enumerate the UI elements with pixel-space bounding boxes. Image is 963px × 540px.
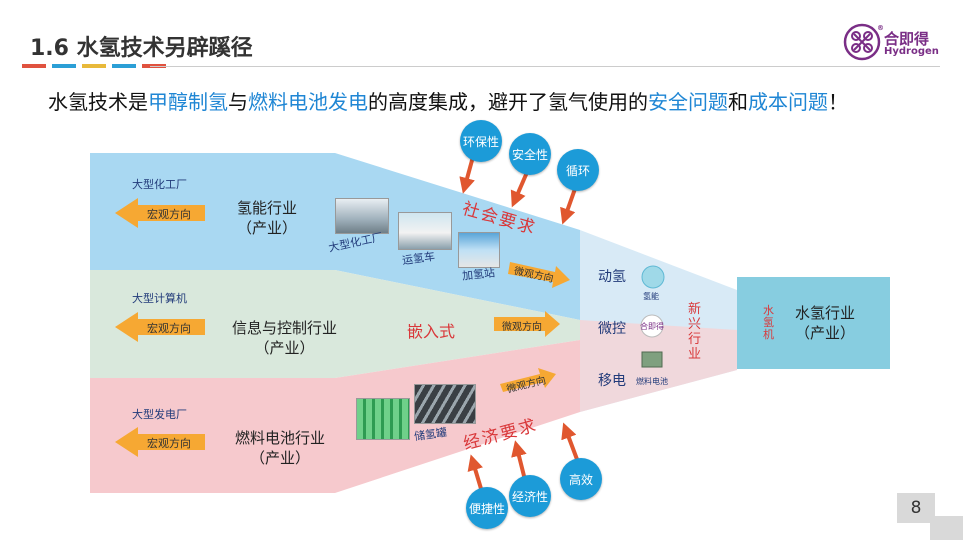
hydrogen-logo-icon (843, 23, 881, 61)
underline-bar (22, 64, 46, 68)
bubble-environmental: 环保性 (460, 120, 502, 162)
industry-name: 信息与控制行业 (231, 319, 337, 337)
source-chemical-plant: 大型化工厂 (132, 178, 187, 191)
industry-hydrogen: 氢能行业 （产业） (222, 198, 312, 238)
page-number: 8 (897, 493, 935, 523)
band-hydrogen (90, 153, 580, 320)
macro-label-top: 宏观方向 (147, 208, 191, 221)
industry-information: 信息与控制行业 （产业） (222, 318, 347, 358)
photo-cylinders (356, 398, 410, 440)
photo-chemical-plant (335, 198, 389, 234)
caption-hydrogen-station: 加氢站 (461, 266, 496, 283)
micro-arrow-middle (494, 311, 560, 337)
headline-highlight: 甲醇制氢 (148, 90, 228, 114)
icon-caption-brand: 合即得 (640, 322, 664, 331)
micro-label-middle: 微观方向 (502, 322, 542, 333)
headline-part: 水氢技术是 (48, 90, 148, 114)
photo-storage-tank (414, 384, 476, 424)
photo-hydrogen-truck (398, 212, 452, 250)
fuel-cell-icon (641, 351, 663, 368)
hydrogen-energy-icon (641, 265, 665, 289)
bubble-efficiency: 高效 (560, 458, 602, 500)
photo-hydrogen-station (458, 232, 500, 268)
headline-highlight: 成本问题 (748, 90, 828, 114)
underline-bar (112, 64, 136, 68)
headline-part: 的高度集成，避开了氢气使用的 (368, 90, 648, 114)
headline: 水氢技术是甲醇制氢与燃料电池发电的高度集成，避开了氢气使用的安全问题和成本问题！ (48, 86, 848, 115)
industry-sub: （产业） (236, 219, 297, 237)
headline-part: 与 (228, 90, 248, 114)
headline-part: 和 (728, 90, 748, 114)
underline-bar (82, 64, 106, 68)
industry-name: 燃料电池行业 (234, 429, 325, 447)
registered-mark: ® (877, 24, 884, 32)
macro-label-bottom: 宏观方向 (147, 437, 191, 450)
macro-arrow-bottom (115, 427, 205, 457)
source-computer: 大型计算机 (132, 292, 187, 305)
bubble-cycle: 循环 (557, 149, 599, 191)
label-micro-control: 微控 (598, 321, 626, 337)
industry-name: 氢能行业 (236, 199, 297, 217)
headline-part: ！ (828, 90, 848, 114)
embedded-label: 嵌入式 (407, 322, 456, 341)
icon-caption-fuel-cell: 燃料电池 (636, 377, 668, 386)
underline-bar (52, 64, 76, 68)
micro-arrow-top (508, 262, 570, 288)
economic-arrow-2 (511, 440, 527, 481)
target-industry: 水氢行业 （产业） (786, 303, 864, 343)
target-industry-name: 水氢行业 (794, 304, 855, 322)
target-industry-sub: （产业） (794, 324, 855, 342)
industry-sub: （产业） (249, 449, 310, 467)
icon-caption-hydrogen: 氢能 (643, 292, 659, 301)
bubble-economy: 经济性 (509, 475, 551, 517)
headline-highlight: 燃料电池发电 (248, 90, 368, 114)
bubble-safety: 安全性 (509, 133, 551, 175)
bubble-convenience: 便捷性 (466, 487, 508, 529)
macro-arrow-top (115, 198, 205, 228)
macro-arrow-middle (115, 312, 205, 342)
target-block (737, 277, 890, 369)
industry-fuel-cell: 燃料电池行业 （产业） (225, 428, 335, 468)
micro-arrow-bottom (500, 368, 556, 392)
source-power-plant: 大型发电厂 (132, 408, 187, 421)
target-machine-label: 水氢机 (763, 304, 774, 341)
band-information (90, 270, 580, 378)
macro-label-middle: 宏观方向 (147, 322, 191, 335)
logo-name: 合即得® (877, 24, 930, 48)
label-mobile-power: 移电 (598, 373, 626, 389)
brand-logo (842, 22, 942, 62)
social-arrow-2 (510, 169, 530, 208)
band-fuel-cell (90, 340, 580, 493)
page-corner-shadow (930, 516, 963, 540)
industry-sub: （产业） (254, 339, 315, 357)
label-hydrogen-power: 动氢 (598, 269, 626, 285)
economic-arrow-3 (561, 422, 580, 463)
brand-small-icon (640, 314, 664, 338)
logo-sub: Hydrogen (884, 46, 939, 57)
page-title: 1.6 水氢技术另辟蹊径 (30, 36, 253, 61)
headline-highlight: 安全问题 (648, 90, 728, 114)
new-industry-label: 新兴行业 (688, 302, 702, 362)
header-rule (150, 66, 940, 67)
social-arrow-3 (560, 185, 578, 225)
